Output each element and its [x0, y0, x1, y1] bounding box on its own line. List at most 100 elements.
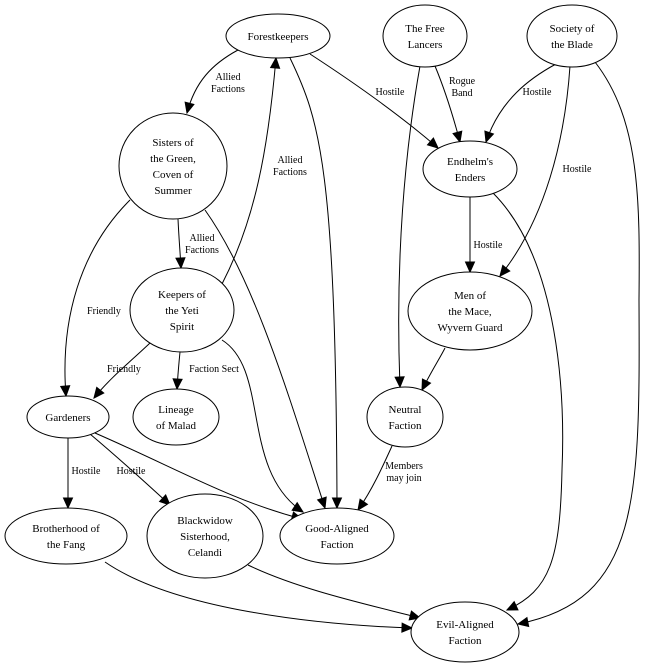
edge-label: Hostile — [523, 87, 552, 98]
node-ellipse — [366, 386, 444, 448]
edge-label: Members — [385, 461, 423, 472]
node-label: Keepers of — [158, 289, 206, 301]
node-ellipse — [146, 493, 264, 579]
node-label: Endhelm's — [447, 156, 493, 168]
edge-label: Friendly — [107, 364, 141, 375]
edge-keepers-yeti-to-good-aligned — [221, 339, 305, 513]
edge-line — [247, 564, 421, 619]
arrowhead — [291, 501, 305, 513]
node-label: the Green, — [150, 153, 196, 165]
edge-label: Friendly — [87, 306, 121, 317]
node-label: Faction — [389, 420, 422, 432]
edge-label: Rogue — [449, 76, 476, 87]
edge-label: may join — [386, 473, 421, 484]
edge-label: Hostile — [474, 240, 503, 251]
node-label: Blackwidow — [177, 515, 233, 527]
edge-label: Factions — [185, 245, 219, 256]
node-label: Sisterhood, — [180, 531, 230, 543]
arrowhead — [464, 261, 476, 274]
edge-line — [517, 61, 640, 625]
edge-label: Allied — [278, 155, 303, 166]
node-ellipse — [382, 4, 468, 68]
edge-endhelms-to-men-mace: Hostile — [464, 197, 503, 274]
edge-label: Hostile — [72, 466, 101, 477]
arrowhead — [316, 496, 327, 510]
node-label: Good-Aligned — [305, 523, 369, 535]
arrowhead — [484, 130, 495, 144]
node-brotherhood-fang: Brotherhood of the Fang — [4, 507, 128, 565]
node-ellipse — [422, 140, 518, 198]
edge-sisters-green-to-gardeners: Friendly — [59, 199, 131, 398]
edge-label: Faction Sect — [189, 364, 239, 375]
arrowhead — [172, 378, 183, 391]
edge-label: Band — [451, 88, 472, 99]
arrowhead — [175, 257, 186, 270]
arrowhead — [331, 497, 343, 510]
edge-label: Allied — [216, 72, 241, 83]
edge-line — [221, 57, 277, 285]
edge-line — [398, 65, 421, 388]
node-ellipse — [26, 395, 110, 439]
node-ellipse — [279, 507, 395, 565]
arrowhead — [401, 622, 414, 633]
edge-blackwidow-to-evil-aligned — [247, 564, 422, 621]
node-ellipse — [410, 601, 520, 663]
edge-free-lancers-to-neutral — [394, 65, 421, 389]
edge-line — [221, 339, 304, 513]
arrowhead — [184, 101, 195, 115]
node-label: Neutral — [389, 404, 422, 416]
node-label: Spirit — [170, 321, 194, 333]
arrowhead — [516, 616, 530, 628]
edge-line — [89, 433, 171, 506]
node-label: the Blade — [551, 39, 593, 51]
edge-label: Allied — [190, 233, 215, 244]
node-ellipse — [132, 388, 220, 446]
arrowhead — [59, 385, 71, 398]
node-label: Lancers — [408, 39, 443, 51]
arrowhead — [505, 600, 519, 611]
node-label: Summer — [154, 185, 192, 197]
edge-forestkeepers-to-endhelms: Hostile — [309, 53, 439, 149]
edge-gardeners-to-blackwidow: Hostile — [89, 433, 171, 506]
node-label: Wyvern Guard — [437, 322, 503, 334]
arrowhead — [452, 130, 463, 144]
node-ellipse — [118, 112, 228, 220]
edge-label: Hostile — [117, 466, 146, 477]
node-ellipse — [129, 267, 235, 353]
arrowhead — [357, 498, 369, 511]
node-label: Men of — [454, 290, 486, 302]
node-label: the Fang — [47, 539, 86, 551]
node-label: Celandi — [188, 547, 222, 559]
edge-label: Factions — [211, 84, 245, 95]
node-label: the Yeti — [165, 305, 199, 317]
edge-keepers-yeti-to-lineage-malad: Faction Sect — [172, 351, 239, 391]
edge-line — [94, 432, 303, 520]
edge-line — [499, 65, 571, 277]
arrowhead — [499, 264, 511, 277]
edge-line — [289, 57, 338, 509]
edge-line — [485, 63, 557, 143]
edge-line — [492, 192, 564, 611]
edge-line — [64, 199, 131, 397]
node-label: The Free — [405, 23, 445, 35]
node-label: Brotherhood of — [32, 523, 100, 535]
edge-brotherhood-fang-to-evil-aligned — [104, 561, 414, 633]
edge-men-mace-to-neutral — [421, 347, 446, 392]
arrowhead — [394, 376, 405, 389]
edge-label: Factions — [273, 167, 307, 178]
arrowhead — [62, 497, 74, 510]
node-ellipse — [526, 4, 618, 68]
node-label: Enders — [455, 172, 486, 184]
